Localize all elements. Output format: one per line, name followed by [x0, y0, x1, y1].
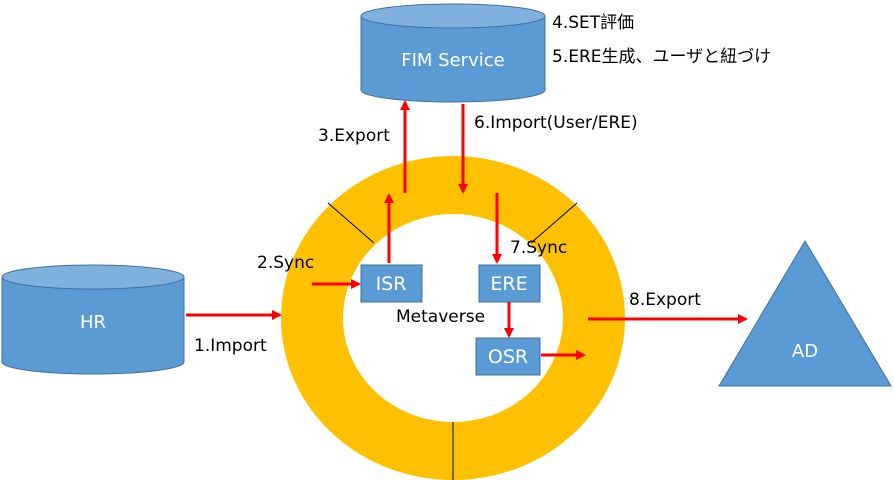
hr-database: HR: [1, 264, 185, 375]
ad-triangle: [718, 240, 892, 387]
isr-box: [360, 264, 423, 303]
step-labels: 1.Import 2.Sync 3.Export 4.SET評価 5.ERE生成…: [194, 13, 771, 356]
ad-directory: AD: [718, 240, 892, 387]
ere-node: ERE: [478, 264, 541, 303]
fim-service-cylinder-body: [360, 15, 546, 103]
step-4-set-eval: 4.SET評価: [552, 13, 634, 33]
hr-cylinder-top: [1, 264, 185, 290]
isr-node: ISR: [360, 264, 423, 303]
step-6-import: 6.Import(User/ERE): [474, 113, 638, 133]
step-3-export: 3.Export: [318, 126, 390, 146]
ere-label: ERE: [490, 273, 527, 295]
hr-cylinder-body: [1, 276, 185, 375]
flow-arrows: [186, 100, 748, 360]
osr-node: OSR: [475, 337, 541, 376]
isr-label: ISR: [376, 273, 407, 295]
step-8-export: 8.Export: [629, 290, 701, 310]
ring-divider-right: [530, 202, 578, 244]
hr-label: HR: [80, 312, 106, 333]
fim-service-database: FIM Service: [360, 3, 546, 103]
fim-service-label: FIM Service: [401, 50, 504, 71]
metaverse-label: Metaverse: [396, 307, 485, 327]
step-7-sync: 7.Sync: [510, 238, 567, 258]
ad-label: AD: [792, 341, 818, 362]
step-2-sync: 2.Sync: [257, 253, 314, 273]
ring-divider-left: [327, 202, 375, 244]
osr-label: OSR: [488, 346, 528, 368]
step-1-import: 1.Import: [194, 336, 267, 356]
fim-service-cylinder-top: [360, 3, 546, 29]
step-5-ere-create: 5.ERE生成、ユーザと紐づけ: [552, 47, 771, 67]
osr-box: [475, 337, 541, 376]
